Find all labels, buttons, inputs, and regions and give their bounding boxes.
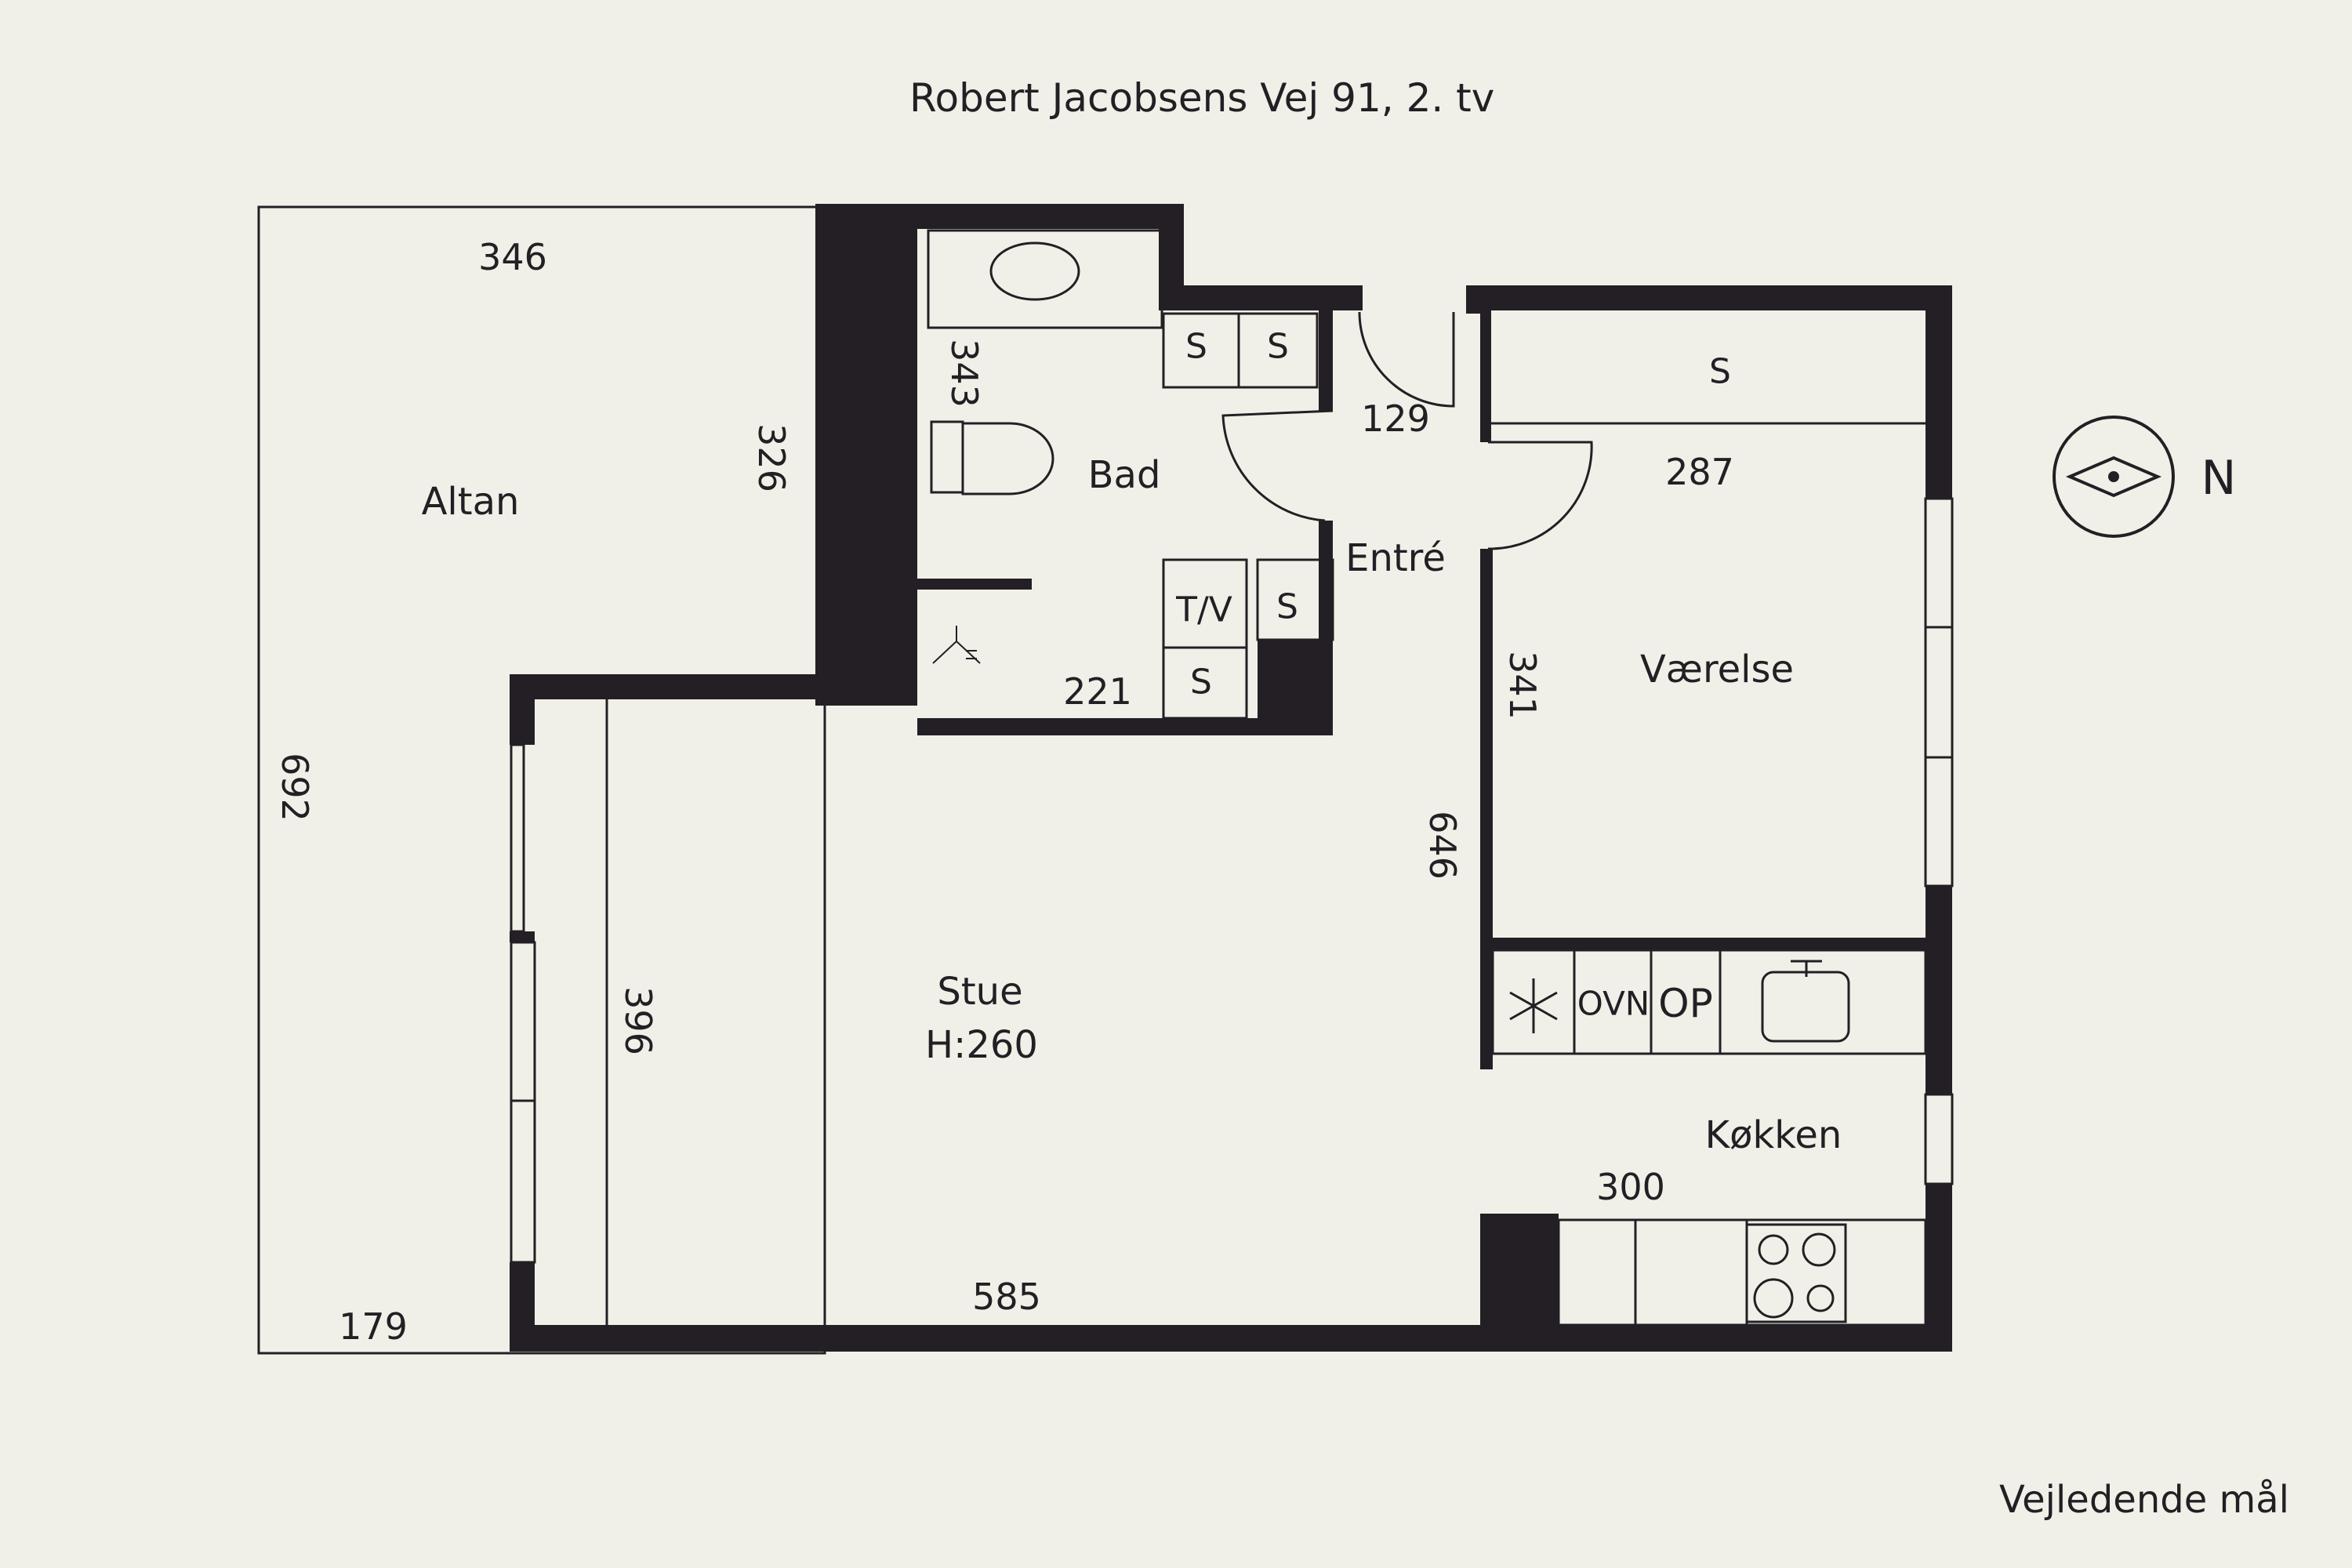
wall-bottom — [510, 1325, 1952, 1352]
room-bad: Bad — [1087, 453, 1161, 497]
storage-box-3 — [1256, 558, 1334, 641]
north-label: N — [2201, 451, 2237, 506]
room-door-arc — [1487, 441, 1593, 550]
wall-stue-left-top — [510, 674, 535, 745]
dim-bad-bottom: 221 — [1063, 670, 1132, 713]
room-stue: Stue — [937, 970, 1023, 1014]
dim-altan-side: 692 — [274, 753, 316, 822]
hob-icon — [1745, 1223, 1847, 1323]
storage-label-2: S — [1267, 326, 1289, 367]
wall-block — [815, 204, 917, 706]
room-vaerelse: Værelse — [1639, 648, 1795, 691]
dim-entre-top: 129 — [1361, 397, 1430, 440]
wall-stue-top — [510, 674, 917, 699]
storage-label-5: S — [1709, 351, 1731, 392]
compass-icon — [2053, 416, 2175, 538]
room-stue-height: H:260 — [925, 1023, 1038, 1067]
bath-door-arc — [1221, 409, 1334, 522]
page-title: Robert Jacobsens Vej 91, 2. tv — [909, 75, 1495, 121]
wall-room-left-inner — [1480, 310, 1491, 442]
oven-label: OVN — [1577, 984, 1650, 1023]
storage-label-3: S — [1276, 586, 1298, 627]
wall-room-left-bottom — [1480, 549, 1493, 1069]
storage-label-1: S — [1185, 326, 1207, 367]
bath-counter — [927, 229, 1163, 329]
wall-bath-inner-stub — [917, 579, 1032, 590]
dim-stue-left: 396 — [617, 986, 659, 1055]
drain-icon — [932, 626, 981, 664]
sink-icon — [989, 241, 1080, 301]
window-kitchen — [1924, 1093, 1954, 1185]
wall-kitchen-pillar — [1480, 1214, 1559, 1325]
storage-label-4: S — [1190, 662, 1212, 702]
dim-altan-wall: 326 — [750, 423, 793, 492]
toilet-icon — [930, 420, 1054, 495]
balcony-outline — [257, 205, 826, 1355]
dim-stue-right: 646 — [1421, 811, 1464, 880]
wall-room-left-top — [1466, 285, 1491, 314]
dim-vaerelse-top: 287 — [1665, 451, 1734, 493]
wall-room-right-top — [1926, 285, 1952, 499]
window-room — [1924, 497, 1954, 887]
entry-door-arc — [1358, 311, 1455, 408]
dim-bad-side: 343 — [943, 339, 985, 408]
disclaimer-note: Vejledende mål — [1998, 1478, 2289, 1522]
wall-bath-right-top — [1319, 285, 1333, 411]
room-entre: Entré — [1345, 536, 1446, 580]
wall-room-right-bottom — [1926, 1184, 1952, 1352]
kitchen-counter-top — [1491, 949, 1927, 1055]
storage-box-2 — [1237, 312, 1319, 389]
dim-altan-bottom: 179 — [339, 1305, 408, 1348]
wall-room-top — [1466, 285, 1952, 310]
freezer-icon — [1509, 978, 1558, 1033]
dim-vaerelse-side: 341 — [1501, 651, 1544, 720]
wall-room-bottom — [1480, 938, 1926, 950]
dim-kokken-top: 300 — [1596, 1166, 1665, 1208]
wall-stue-left-mid — [510, 931, 535, 942]
window-stue-bottom — [510, 941, 536, 1264]
dishwasher-label: OP — [1658, 981, 1713, 1026]
dim-stue-bottom: 585 — [972, 1276, 1041, 1318]
faucet-icon — [1791, 960, 1822, 977]
wall-room-right-mid — [1926, 886, 1952, 1094]
kitchen-sink-icon — [1761, 971, 1850, 1043]
dim-altan-top: 346 — [478, 236, 547, 278]
window-stue-top — [510, 743, 525, 933]
washer-label: T/V — [1176, 590, 1232, 630]
wall-bath-bottom — [917, 718, 1333, 735]
wall-shaft — [1258, 640, 1333, 734]
room-kokken: Køkken — [1704, 1113, 1842, 1157]
storage-box-4 — [1162, 646, 1248, 720]
room-altan: Altan — [421, 480, 520, 524]
wall-bath-top — [917, 204, 1184, 229]
kitchen-counter-bottom — [1557, 1218, 1927, 1327]
